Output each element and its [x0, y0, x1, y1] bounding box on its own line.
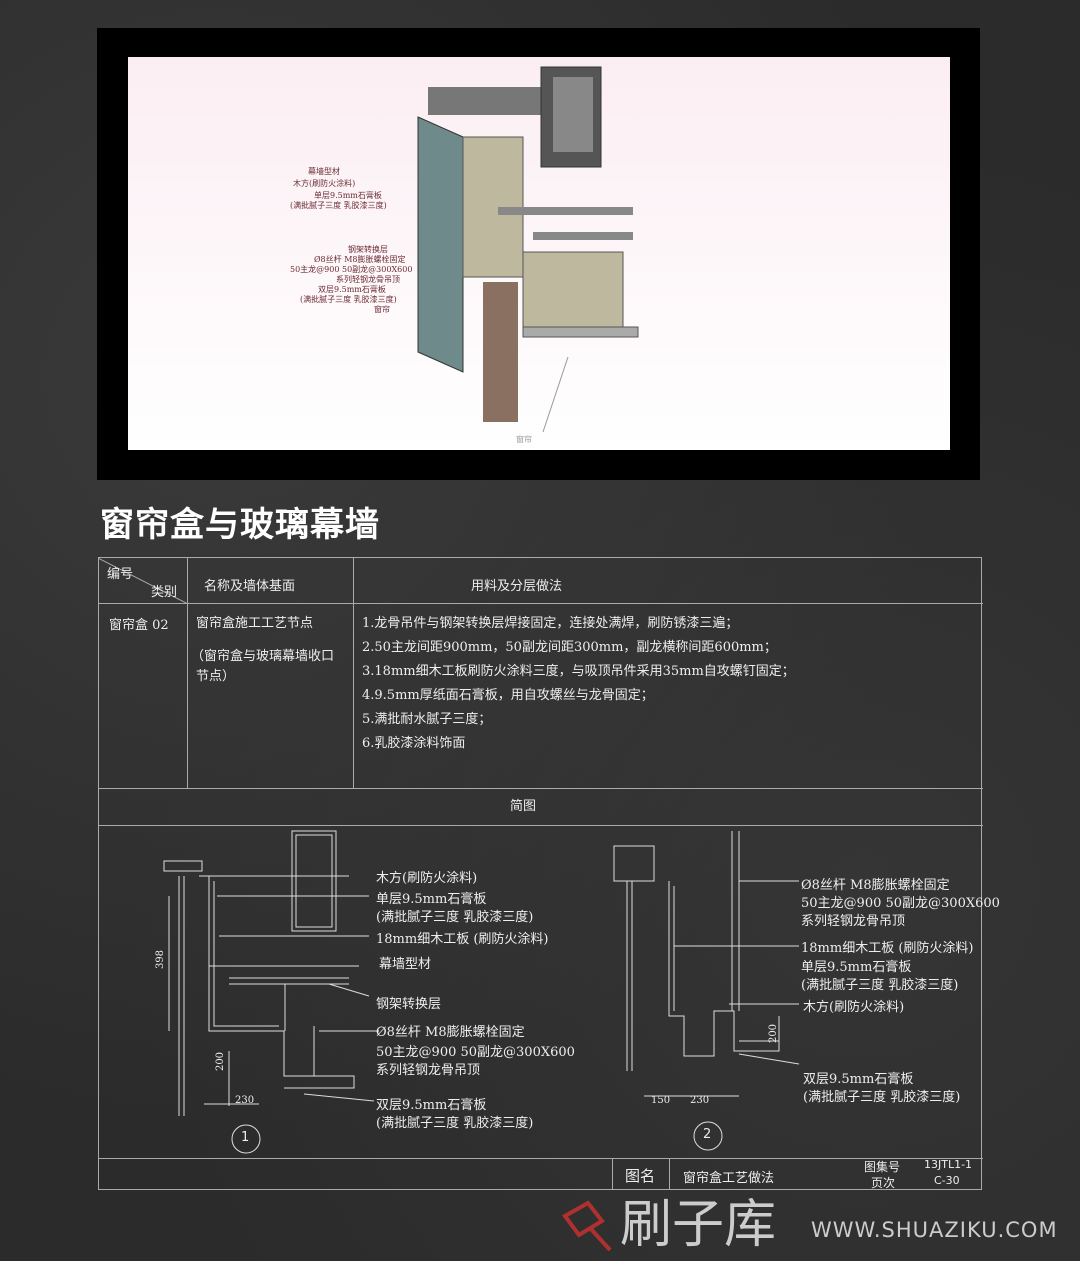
- header-method: 用料及分层做法: [471, 579, 563, 594]
- label-3d-bottom: 窗帘: [516, 435, 532, 444]
- d1-label: 50主龙@900 50副龙@300X600: [376, 1045, 575, 1060]
- label-3d: 双层9.5mm石膏板: [318, 285, 386, 294]
- d2-label: 单层9.5mm石膏板: [801, 960, 912, 975]
- cad-details: [163, 830, 800, 1154]
- dim: 200: [768, 1023, 780, 1044]
- d2-label: 50主龙@900 50副龙@300X600: [801, 896, 1000, 911]
- spec-table: 编号 类别 名称及墙体基面 用料及分层做法 窗帘盒 02 窗帘盒施工工艺节点 （…: [98, 557, 1000, 1190]
- step: 5.满批耐水腻子三度；: [362, 712, 492, 727]
- d1-label: 双层9.5mm石膏板: [376, 1098, 487, 1113]
- label-3d: 单层9.5mm石膏板: [314, 191, 382, 200]
- detail-number: 2: [703, 1127, 712, 1142]
- d2-label: (满批腻子三度 乳胶漆三度): [803, 1090, 961, 1105]
- page-title: 窗帘盒与玻璃幕墙: [100, 505, 380, 545]
- d1-label: 钢架转换层: [376, 997, 442, 1012]
- header-category: 类别: [151, 585, 178, 600]
- d2-label: 双层9.5mm石膏板: [803, 1072, 914, 1087]
- dim: 230: [235, 1095, 255, 1106]
- label-3d: (满批腻子三度 乳胶漆三度): [300, 295, 397, 304]
- dim: 398: [155, 949, 167, 970]
- dim: 200: [215, 1051, 227, 1072]
- d2-label: 木方(刷防火涂料): [803, 1000, 905, 1015]
- label-3d: (满批腻子三度 乳胶漆三度): [290, 201, 387, 210]
- d1-label: 幕墙型材: [379, 957, 432, 972]
- label-3d: 钢架转换层: [348, 245, 388, 254]
- row-name: 窗帘盒施工工艺节点: [196, 616, 314, 631]
- row-name-sub: 节点）: [196, 669, 236, 684]
- d1-label: 木方(刷防火涂料): [376, 871, 478, 886]
- label-3d: Ø8丝杆 M8膨胀螺栓固定: [314, 255, 406, 264]
- step: 2.50主龙间距900mm，50副龙间距300mm，副龙横称间距600mm；: [362, 640, 777, 655]
- step: 4.9.5mm厚纸面石膏板，用自攻螺丝与龙骨固定；: [362, 688, 654, 703]
- d2-label: (满批腻子三度 乳胶漆三度): [801, 978, 959, 993]
- d2-label: Ø8丝杆 M8膨胀螺栓固定: [801, 878, 950, 893]
- label-3d: 系列轻钢龙骨吊顶: [336, 275, 400, 284]
- diagram-title: 简图: [510, 799, 537, 814]
- dim: 230: [690, 1095, 710, 1106]
- row-code: 窗帘盒 02: [109, 618, 169, 633]
- label-3d: 幕墙型材: [308, 167, 340, 176]
- d2-label: 18mm细木工板 (刷防火涂料): [801, 941, 974, 956]
- titleblock-name-label: 图名: [625, 1167, 656, 1185]
- step: 1.龙骨吊件与钢架转换层焊接固定，连接处满焊，刷防锈漆三遍；: [362, 616, 739, 631]
- watermark-brand: 刷子库: [620, 1195, 777, 1255]
- titleblock-atlas-label: 图集号: [864, 1160, 901, 1174]
- header-name: 名称及墙体基面: [204, 579, 296, 594]
- titleblock-name: 窗帘盒工艺做法: [683, 1171, 775, 1186]
- detail-number: 1: [241, 1130, 250, 1145]
- d1-label: (满批腻子三度 乳胶漆三度): [376, 1116, 534, 1131]
- titleblock-atlas: 13JTL1-1: [924, 1158, 973, 1171]
- watermark-url: WWW.SHUAZIKU.COM: [811, 1218, 1058, 1242]
- dim: 150: [651, 1095, 671, 1106]
- label-3d: 50主龙@900 50副龙@300X600: [290, 265, 413, 274]
- d2-label: 系列轻钢龙骨吊顶: [801, 914, 906, 929]
- d1-label: 18mm细木工板 (刷防火涂料): [376, 932, 549, 947]
- render-3d-image: 幕墙型材 木方(刷防火涂料) 单层9.5mm石膏板 (满批腻子三度 乳胶漆三度)…: [128, 57, 950, 450]
- label-3d: 木方(刷防火涂料): [293, 179, 356, 188]
- header-code: 编号: [107, 567, 134, 582]
- titleblock-page: C-30: [934, 1174, 960, 1187]
- label-3d: 窗帘: [374, 305, 390, 314]
- step: 3.18mm细木工板刷防火涂料三度，与吸顶吊件采用35mm自攻螺钉固定；: [362, 664, 795, 679]
- render-3d-drawing: [417, 66, 639, 433]
- step: 6.乳胶漆涂料饰面: [362, 736, 466, 751]
- titleblock-page-label: 页次: [871, 1176, 896, 1190]
- row-name-sub: （窗帘盒与玻璃幕墙收口: [191, 649, 335, 664]
- d1-label: 单层9.5mm石膏板: [376, 892, 487, 907]
- d1-label: (满批腻子三度 乳胶漆三度): [376, 910, 534, 925]
- brush-logo-icon: [562, 1200, 612, 1252]
- d1-label: 系列轻钢龙骨吊顶: [376, 1063, 481, 1078]
- d1-label: Ø8丝杆 M8膨胀螺栓固定: [376, 1025, 525, 1040]
